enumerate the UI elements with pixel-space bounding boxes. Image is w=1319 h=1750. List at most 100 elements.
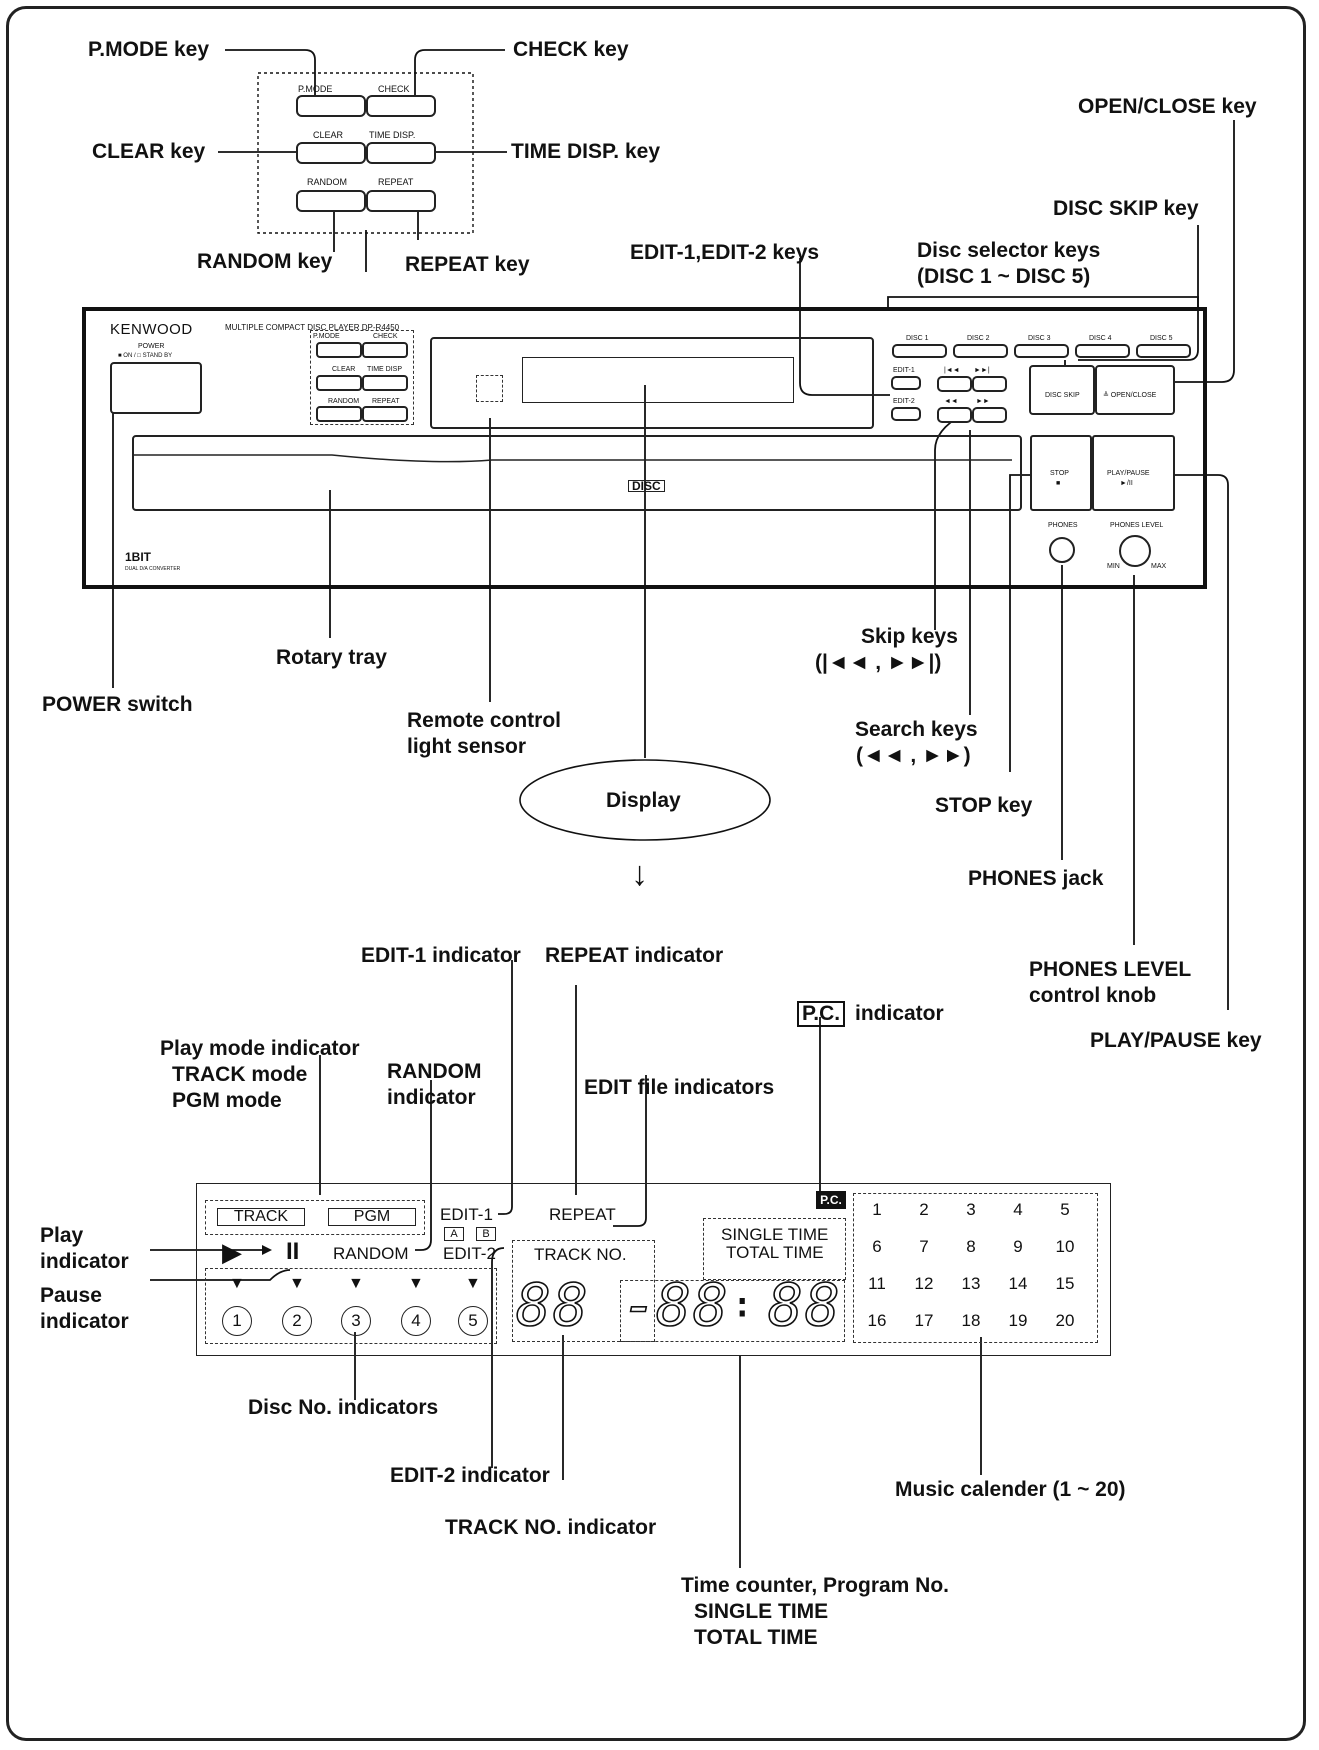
stop-sym: ■ <box>1056 480 1061 487</box>
remote-pmode-key[interactable] <box>296 95 366 117</box>
time-colon: : <box>731 1285 755 1326</box>
track-no-group <box>512 1240 655 1342</box>
model-label: MULTIPLE COMPACT DISC PLAYER DP-R4450 <box>225 323 400 332</box>
callout-rotary-tray: Rotary tray <box>276 646 387 669</box>
cd-logo: DISC <box>628 480 665 492</box>
callout-timedisp-key: TIME DISP. key <box>511 140 661 163</box>
callout-time-counter-2: SINGLE TIME <box>694 1600 829 1623</box>
unit-repeat-label: REPEAT <box>372 398 400 405</box>
disc-key-label: DISC 3 <box>1028 335 1051 342</box>
edit2-ind: EDIT-2 <box>443 1244 496 1263</box>
unit-timedisp-key[interactable] <box>362 375 408 391</box>
remote-random-key[interactable] <box>296 190 366 212</box>
power-sub-label: ■ ON / □ STAND BY <box>118 353 173 359</box>
remote-check-key[interactable] <box>366 95 436 117</box>
unit-random-key[interactable] <box>316 406 362 422</box>
unit-timedisp-label: TIME DISP <box>367 366 403 373</box>
playmode-group <box>205 1200 425 1235</box>
power-switch[interactable] <box>110 362 202 414</box>
lcd-display <box>196 1183 1111 1356</box>
callout-edit2-ind: EDIT-2 indicator <box>390 1464 550 1487</box>
callout-pause-ind-2: indicator <box>40 1310 129 1333</box>
unit-edit2-label: EDIT-2 <box>893 398 915 405</box>
remote-repeat-label: REPEAT <box>378 177 414 187</box>
calendar-cell: 14 <box>1008 1274 1028 1293</box>
phones-level-knob[interactable] <box>1119 535 1151 567</box>
unit-pmode-key[interactable] <box>316 342 362 358</box>
unit-check-key[interactable] <box>362 342 408 358</box>
callout-playmode-1: Play mode indicator <box>160 1037 360 1060</box>
play-pause-key[interactable] <box>1092 435 1175 511</box>
phones-label: PHONES <box>1048 522 1078 529</box>
remote-random-label: RANDOM <box>307 177 347 187</box>
remote-clear-label: CLEAR <box>313 130 344 140</box>
remote-check-label: CHECK <box>378 84 410 94</box>
disc-no-group <box>205 1268 497 1344</box>
search-back-key[interactable] <box>937 407 972 423</box>
stop-key[interactable] <box>1030 435 1092 511</box>
edit1-ind: EDIT-1 <box>440 1205 493 1224</box>
callout-music-cal: Music calender (1 ~ 20) <box>895 1478 1126 1501</box>
calendar-cell: 3 <box>966 1200 976 1219</box>
calendar-cell: 19 <box>1008 1311 1028 1330</box>
disc-arrow-ind: ▼ <box>229 1275 245 1292</box>
unit-repeat-key[interactable] <box>362 406 408 422</box>
remote-repeat-key[interactable] <box>366 190 436 212</box>
unit-mode-key-group <box>310 330 414 425</box>
callout-edit1-ind: EDIT-1 indicator <box>361 944 521 967</box>
calendar-cell: 4 <box>1013 1200 1023 1219</box>
onebit-logo: 1BIT <box>125 550 152 564</box>
callout-time-counter-1: Time counter, Program No. <box>681 1574 950 1597</box>
pause-ind: II <box>286 1238 300 1265</box>
disc-key[interactable] <box>953 344 1008 358</box>
unit-random-label: RANDOM <box>328 398 360 405</box>
calendar-cell: 2 <box>919 1200 929 1219</box>
calendar-cell: 1 <box>872 1200 882 1219</box>
calendar-cell: 10 <box>1055 1237 1075 1256</box>
open-close-label: ≜ OPEN/CLOSE <box>1103 392 1157 399</box>
rotary-tray <box>132 435 1022 511</box>
disc-key[interactable] <box>1075 344 1130 358</box>
callout-stop-key: STOP key <box>935 794 1033 817</box>
cd-player-front-panel <box>82 307 1207 589</box>
time-minus: - <box>621 1271 659 1339</box>
calendar-cell: 9 <box>1013 1237 1023 1256</box>
disc-no-ind: 5 <box>458 1306 488 1336</box>
callout-track-no-ind: TRACK NO. indicator <box>445 1516 657 1539</box>
disc-key[interactable] <box>1136 344 1191 358</box>
unit-edit2-key[interactable] <box>891 407 921 421</box>
leader-check <box>414 49 505 103</box>
total-time-ind: TOTAL TIME <box>726 1243 824 1262</box>
remote-timedisp-key[interactable] <box>366 142 436 164</box>
disc-key[interactable] <box>892 344 947 358</box>
callout-disc-selector-2: (DISC 1 ~ DISC 5) <box>917 265 1091 288</box>
callout-search-keys: Search keys <box>855 718 978 741</box>
calendar-cell: 16 <box>867 1311 887 1330</box>
unit-edit1-key[interactable] <box>891 376 921 390</box>
unit-clear-key[interactable] <box>316 375 362 391</box>
disc-key[interactable] <box>1014 344 1069 358</box>
callout-random-ind-2: indicator <box>387 1086 476 1109</box>
search-fwd-key[interactable] <box>972 407 1007 423</box>
callout-playmode-3: PGM mode <box>172 1089 282 1112</box>
skip-next-key[interactable] <box>972 376 1007 392</box>
calendar-cell: 17 <box>914 1311 934 1330</box>
callout-pmode-key: P.MODE key <box>88 38 210 61</box>
unit-clear-label: CLEAR <box>332 366 356 373</box>
calendar-cell: 15 <box>1055 1274 1075 1293</box>
open-close-key[interactable] <box>1095 365 1175 415</box>
skip-prev-key[interactable] <box>937 376 972 392</box>
callout-time-counter-3: TOTAL TIME <box>694 1626 818 1649</box>
callout-random-key: RANDOM key <box>197 250 333 273</box>
callout-pc-ind: indicator <box>855 1002 944 1025</box>
phones-jack[interactable] <box>1049 537 1075 563</box>
remote-clear-key[interactable] <box>296 142 366 164</box>
disc-skip-key[interactable] <box>1029 365 1095 415</box>
callout-skip-keys: Skip keys <box>861 625 958 648</box>
callout-repeat-key: REPEAT key <box>405 253 530 276</box>
disc-no-ind: 3 <box>341 1306 371 1336</box>
max-label: MAX <box>1151 563 1167 570</box>
calendar-cell: 20 <box>1055 1311 1075 1330</box>
callout-play-ind-1: Play <box>40 1224 84 1247</box>
time-digits-min: 88 <box>655 1271 730 1339</box>
